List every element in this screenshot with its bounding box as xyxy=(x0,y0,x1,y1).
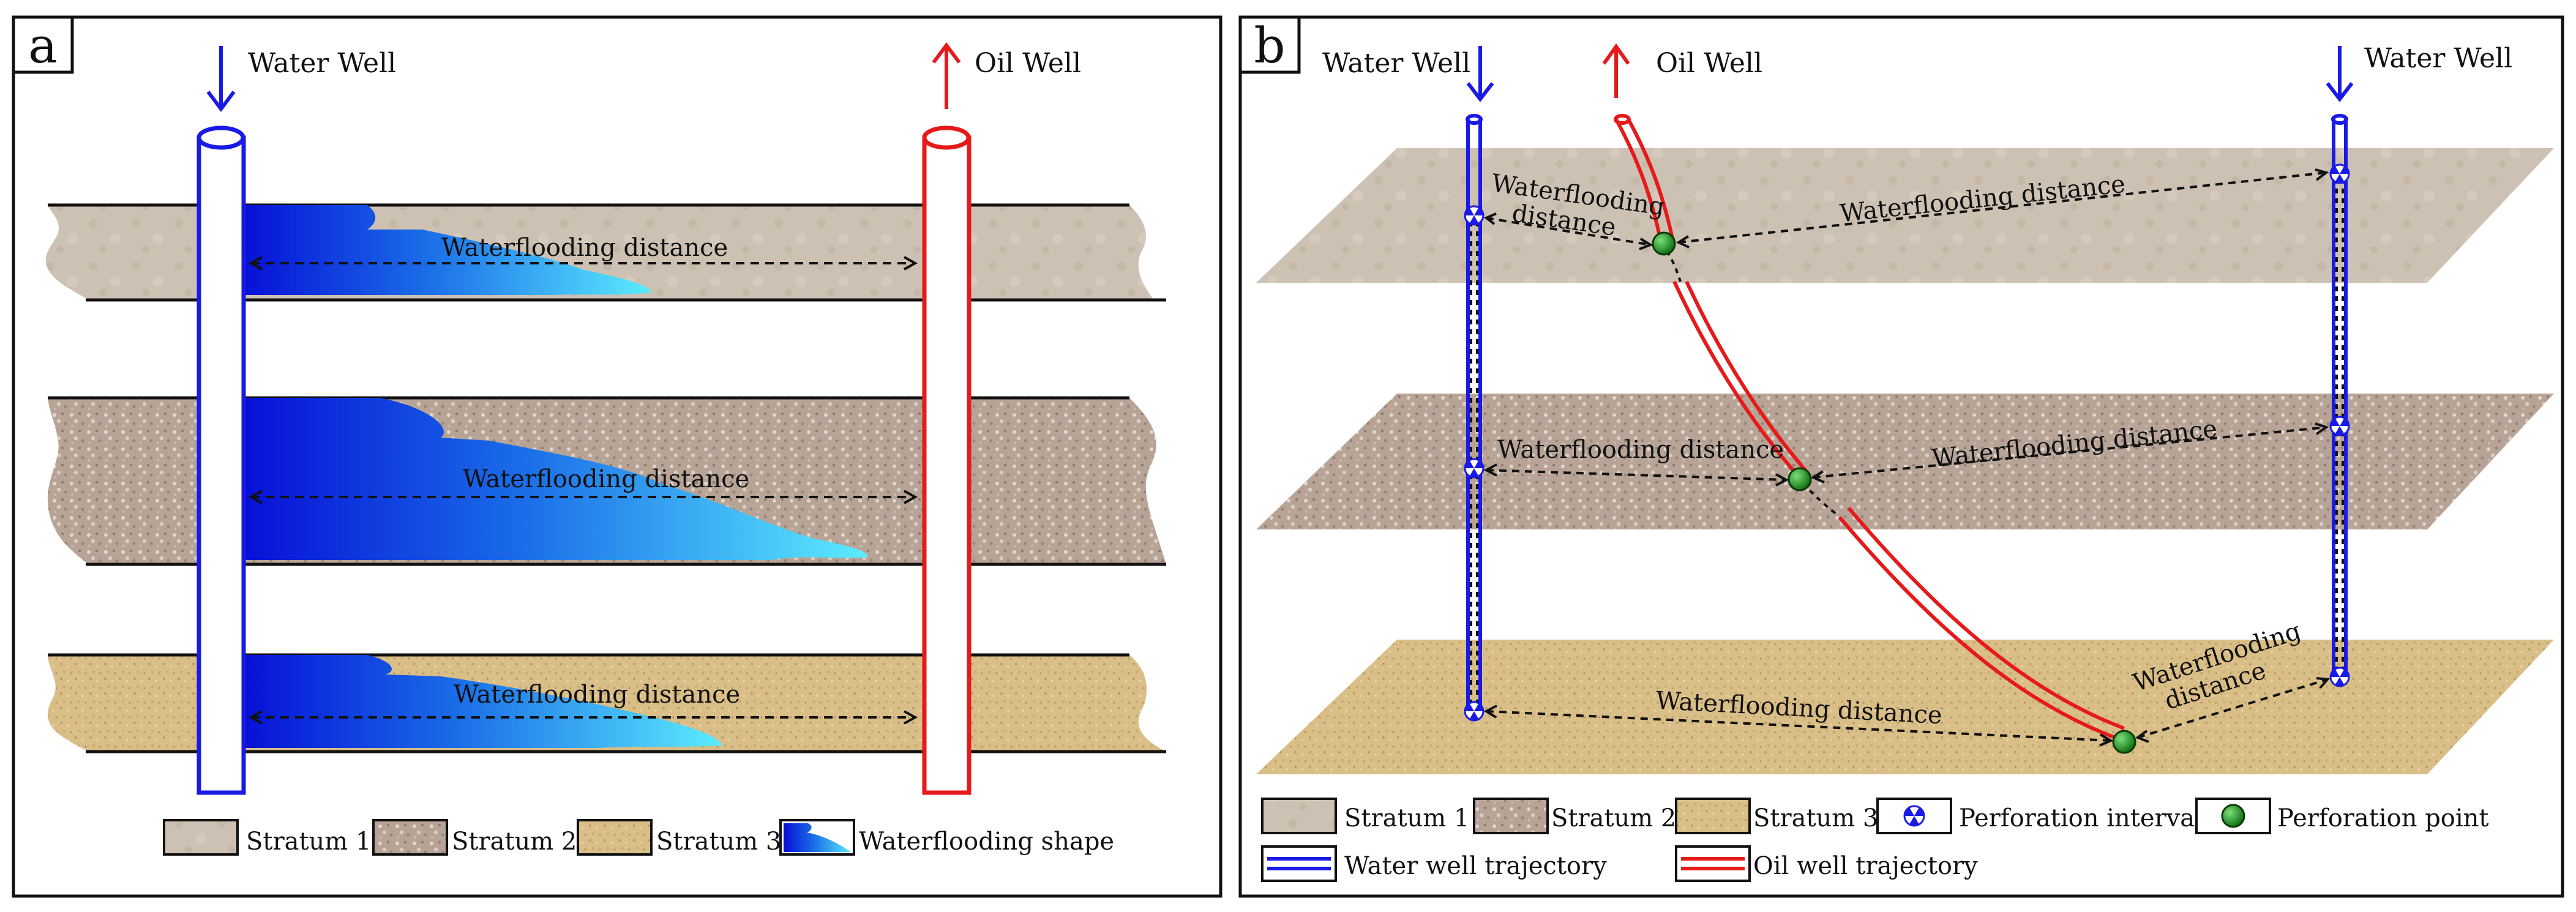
stratum-1-b xyxy=(1256,148,2554,283)
legend-a-stratum2-swatch xyxy=(372,819,448,856)
oil-well-b xyxy=(1614,114,2125,739)
legend-b-oil-trajectory-swatch xyxy=(1675,845,1751,882)
panel-a-tag: a xyxy=(28,17,58,74)
legend-a-stratum1-label: Stratum 1 xyxy=(246,828,371,856)
water-well-a xyxy=(197,125,246,795)
legend-a-stratum2-label: Stratum 2 xyxy=(452,828,577,856)
perforation-point-b xyxy=(1652,231,2136,754)
water-well-right-b-arrow xyxy=(2326,46,2354,102)
flood-shape-2-a xyxy=(244,398,869,560)
legend-a-shape-swatch xyxy=(779,819,855,856)
distance-arrow-3-a xyxy=(248,710,918,725)
legend-b-perforation-point-swatch xyxy=(2195,798,2271,834)
panel-a-border xyxy=(12,15,1222,898)
legend-a-stratum3-swatch xyxy=(577,819,653,856)
legend-b-stratum3-swatch xyxy=(1675,798,1751,834)
oil-well-b-label: Oil Well xyxy=(1656,48,1762,79)
oil-well-a-arrow xyxy=(932,42,961,109)
legend-b-stratum2-swatch xyxy=(1473,798,1549,834)
legend-a: Stratum 1 Stratum 2 Stratum 3 Waterflood… xyxy=(163,819,1114,856)
oil-well-a xyxy=(922,125,972,795)
distance-arrow-2-a xyxy=(248,490,918,504)
legend-b-oil-trajectory-label: Oil well trajectory xyxy=(1753,852,1978,880)
legend-b-stratum3-label: Stratum 3 xyxy=(1753,804,1878,832)
stratum-3-b xyxy=(1256,640,2554,774)
water-well-a-arrow xyxy=(206,46,236,112)
legend-b-stratum2-label: Stratum 2 xyxy=(1551,804,1676,832)
oil-well-b-arrow xyxy=(1602,43,1630,98)
water-well-left-b xyxy=(1466,114,1483,709)
water-well-left-b-dashes xyxy=(1470,222,1478,709)
legend-b-water-trajectory-swatch xyxy=(1261,845,1337,882)
panel-b-tag-box xyxy=(1238,15,1301,74)
water-well-right-b xyxy=(2331,114,2348,673)
flood-shape-1-a xyxy=(244,205,652,295)
perforation-interval-b xyxy=(1464,163,2350,722)
legend-b: Stratum 1 Stratum 2 Stratum 3 Perforatio… xyxy=(1261,798,2489,882)
distance-arrow-1-a xyxy=(248,256,918,271)
panel-a: a Water Well xyxy=(12,15,1222,898)
water-well-left-b-arrow xyxy=(1466,46,1494,102)
panel-b-border xyxy=(1238,15,2564,898)
legend-b-water-trajectory-label: Water well trajectory xyxy=(1344,852,1607,880)
legend-b-perforation-point-label: Perforation point xyxy=(2277,804,2489,832)
panel-b-tag: b xyxy=(1254,17,1285,74)
legend-a-stratum1-swatch xyxy=(163,819,239,856)
legend-b-stratum1-label: Stratum 1 xyxy=(1344,804,1469,832)
distance-label-2-a: Waterflooding distance xyxy=(463,465,749,493)
stratum-2-b xyxy=(1256,394,2554,529)
water-well-left-b-label: Water Well xyxy=(1322,48,1470,79)
legend-a-shape-label: Waterflooding shape xyxy=(859,828,1114,856)
distance-arrows-b xyxy=(1486,171,2328,742)
distance-arrowheads-b xyxy=(1483,168,2330,747)
panel-a-tag-box xyxy=(12,15,74,74)
water-well-a-label: Water Well xyxy=(248,48,396,79)
legend-b-perforation-interval-swatch xyxy=(1876,798,1952,834)
distance-label-3-a: Waterflooding distance xyxy=(454,681,740,709)
panel-b: b Water Well xyxy=(1238,15,2564,898)
distance-label-1-a: Waterflooding distance xyxy=(441,234,728,262)
distance-label-2a-b: Waterflooding distance xyxy=(1497,436,1784,464)
oil-well-a-label: Oil Well xyxy=(975,48,1081,79)
legend-a-stratum3-label: Stratum 3 xyxy=(656,828,781,856)
legend-b-perforation-interval-label: Perforation interval xyxy=(1959,804,2203,832)
water-well-right-b-label: Water Well xyxy=(2364,43,2512,74)
water-well-right-b-dashes xyxy=(2335,179,2344,673)
flood-shape-3-a xyxy=(244,655,722,748)
legend-b-stratum1-swatch xyxy=(1261,798,1337,834)
